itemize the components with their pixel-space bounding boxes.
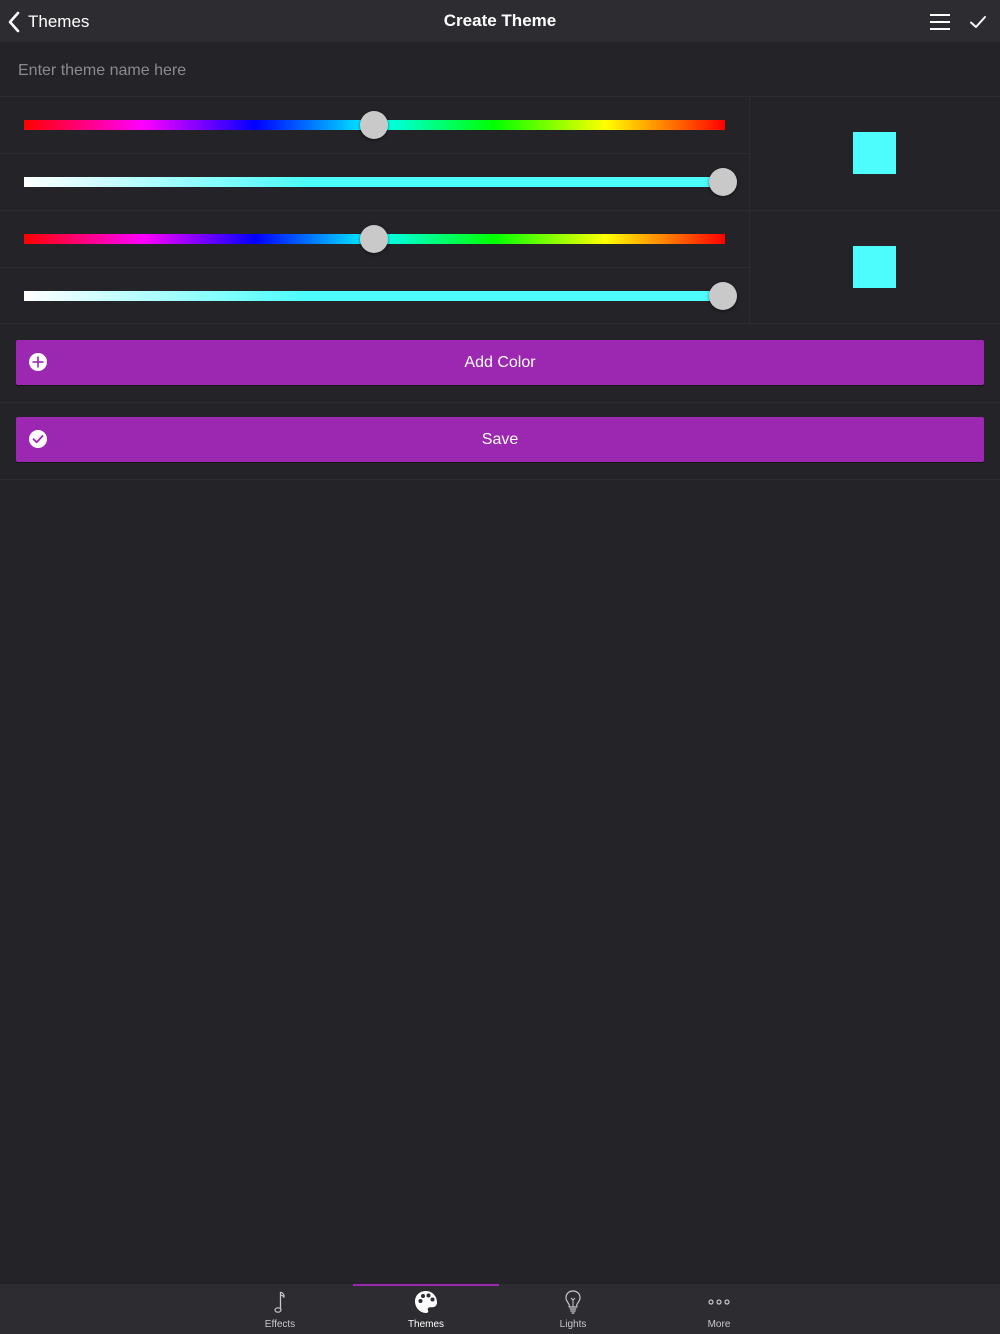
saturation-slider-row <box>0 268 749 324</box>
color-sliders <box>0 211 750 324</box>
hue-slider-thumb[interactable] <box>359 111 388 139</box>
chevron-left-icon <box>8 11 20 33</box>
saturation-slider-track[interactable] <box>24 177 725 187</box>
save-row: Save <box>0 401 1000 480</box>
color-editor-1 <box>0 97 1000 210</box>
page-title: Create Theme <box>443 11 557 30</box>
tab-bar: Effects Themes Lights <box>0 1284 1000 1334</box>
theme-name-row <box>0 42 1000 97</box>
tab-effects[interactable]: Effects <box>207 1284 353 1334</box>
hue-slider-row <box>0 211 749 268</box>
active-tab-indicator <box>353 1284 499 1286</box>
save-label: Save <box>481 431 519 448</box>
lightbulb-icon <box>500 1289 646 1315</box>
color-swatch[interactable] <box>853 132 896 174</box>
tab-label: More <box>707 1319 731 1330</box>
tab-lights[interactable]: Lights <box>500 1284 646 1334</box>
save-button[interactable]: Save <box>16 417 984 462</box>
back-label: Themes <box>28 12 90 31</box>
color-editor-2 <box>0 210 1000 324</box>
palette-icon <box>353 1289 499 1315</box>
music-note-icon <box>207 1289 353 1315</box>
saturation-slider-row <box>0 154 749 210</box>
color-swatch[interactable] <box>853 246 896 288</box>
tab-label: Effects <box>264 1319 296 1330</box>
tab-more[interactable]: More <box>646 1284 792 1334</box>
saturation-slider-track[interactable] <box>24 291 725 301</box>
add-color-row: Add Color <box>0 323 1000 403</box>
menu-icon[interactable] <box>928 12 952 32</box>
more-dots-icon <box>646 1289 792 1315</box>
tab-label: Themes <box>407 1319 445 1330</box>
saturation-slider-thumb[interactable] <box>709 282 737 310</box>
add-color-button[interactable]: Add Color <box>16 340 984 385</box>
check-circle-icon <box>29 430 47 448</box>
tab-label: Lights <box>559 1319 587 1330</box>
hue-slider-row <box>0 97 749 154</box>
tab-themes[interactable]: Themes <box>353 1284 499 1334</box>
navigation-bar: Themes Create Theme <box>0 0 1000 42</box>
confirm-check-icon[interactable] <box>968 12 988 32</box>
hue-slider-thumb[interactable] <box>359 225 388 253</box>
saturation-slider-thumb[interactable] <box>709 168 737 196</box>
add-circle-icon <box>29 353 47 371</box>
theme-name-input[interactable] <box>16 56 980 86</box>
add-color-label: Add Color <box>464 354 536 371</box>
color-sliders <box>0 97 750 210</box>
back-button[interactable]: Themes <box>6 9 89 35</box>
